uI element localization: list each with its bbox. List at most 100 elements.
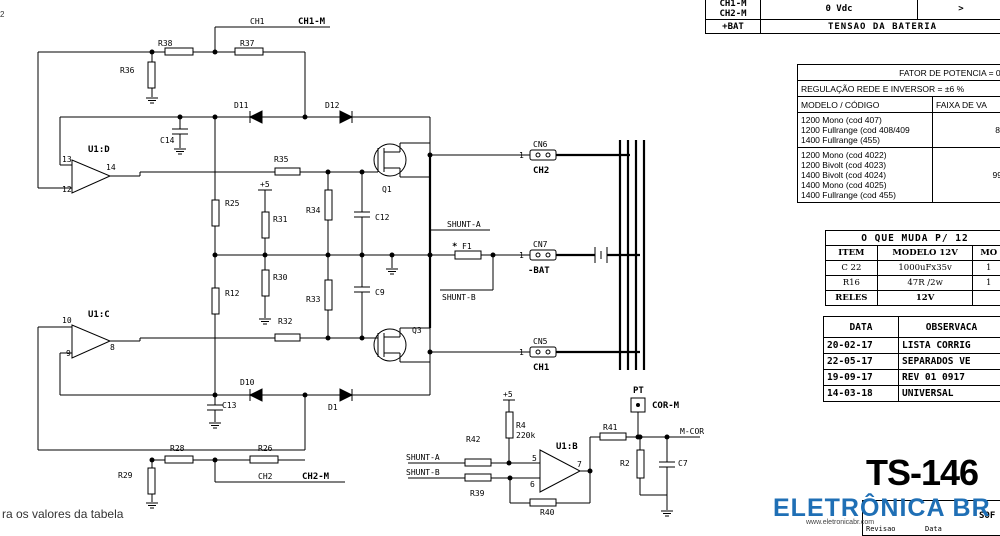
label-c9: C9 xyxy=(375,288,385,297)
cell: 12V xyxy=(877,291,973,306)
drawing-number: TS-146 xyxy=(866,452,978,494)
model-table: FATOR DE POTENCIA = 0. REGULAÇÃO REDE E … xyxy=(797,64,1000,203)
label-d12: D12 xyxy=(325,101,340,110)
model-group-2-line: 1400 Mono (cod 4025) xyxy=(801,180,929,190)
net-label-ch2-m: CH2-M xyxy=(302,472,330,482)
label-f1: F1 xyxy=(462,242,472,251)
label-r38: R38 xyxy=(158,39,173,48)
net-label-ch1: CH1 xyxy=(250,17,265,26)
label-u1b: U1:B xyxy=(556,442,578,452)
label-cn5: CN5 xyxy=(533,337,548,346)
label-pin5: 5 xyxy=(532,454,537,463)
voltage-row-label: CH1-M CH2-M xyxy=(706,0,761,20)
label-r32: R32 xyxy=(278,317,293,326)
net-label-shunt-b: SHUNT-B xyxy=(442,293,476,302)
cell: 14-03-18 xyxy=(824,386,899,402)
label-r39: R39 xyxy=(470,489,485,498)
label-pin14: 14 xyxy=(106,163,116,172)
label-r41: R41 xyxy=(603,423,618,432)
table-row: RELES 12V xyxy=(826,291,1000,306)
label-r28: R28 xyxy=(170,444,185,453)
label-c13: C13 xyxy=(222,401,237,410)
label-r29: R29 xyxy=(118,471,133,480)
fuse-marker: * xyxy=(452,242,457,252)
model-group-2-value: 99 xyxy=(933,148,1000,203)
label-r26: R26 xyxy=(258,444,273,453)
label-r40: R40 xyxy=(540,508,555,517)
revision-table: DATA OBSERVACA 20-02-17 LISTA CORRIG 22-… xyxy=(823,316,1000,402)
label-r4: R4 xyxy=(516,421,526,430)
label-pin13: 13 xyxy=(62,155,72,164)
supply-plus5-a: +5 xyxy=(260,180,270,189)
label-pin7: 7 xyxy=(577,460,582,469)
label-r37: R37 xyxy=(240,39,255,48)
title-block-revision: Revisao xyxy=(866,525,896,533)
table-row: C 22 1000uFx35v 1 xyxy=(826,261,1000,276)
cell: UNIVERSAL xyxy=(899,386,1000,402)
changes-table: O QUE MUDA P/ 12 ITEM MODELO 12V MO C 22… xyxy=(825,230,1000,306)
label-cn6-pin1: 1 xyxy=(519,151,524,160)
cell: 1000uFx35v xyxy=(877,261,973,276)
net-label-ch1-m: CH1-M xyxy=(298,17,326,27)
table-row: R16 47R /2w 1 xyxy=(826,276,1000,291)
changes-header-other: MO xyxy=(973,246,1000,261)
net-label-shunt-a-input: SHUNT-A xyxy=(406,453,440,462)
table-row: 22-05-17 SEPARADOS VE xyxy=(824,354,1000,370)
label-d10: D10 xyxy=(240,378,255,387)
label-r25: R25 xyxy=(225,199,240,208)
label-q3: Q3 xyxy=(412,326,422,335)
label-u1d: U1:D xyxy=(88,145,110,155)
model-group-2-line: 1200 Bivolt (cod 4023) xyxy=(801,160,929,170)
cell: LISTA CORRIG xyxy=(899,338,1000,354)
label-c7: C7 xyxy=(678,459,688,468)
model-group-1-line: 1400 Fullrange (455) xyxy=(801,135,929,145)
range-header: FAIXA DE VA xyxy=(933,97,1000,113)
label-cn7-pin1: 1 xyxy=(519,251,524,260)
voltage-table: CH1-M CH2-M 0 Vdc > +BAT TENSAO DA BATER… xyxy=(705,0,1000,34)
title-block-date: Data xyxy=(925,525,942,533)
label-cn7: CN7 xyxy=(533,240,548,249)
model-group-1-value: 8 xyxy=(933,113,1000,148)
label-r34: R34 xyxy=(306,206,321,215)
cell: SEPARADOS VE xyxy=(899,354,1000,370)
footnote-text: ra os valores da tabela xyxy=(2,507,123,521)
power-factor: FATOR DE POTENCIA = 0. xyxy=(798,65,1000,81)
supply-plus5-b: +5 xyxy=(503,390,513,399)
model-group-2-line: 1400 Bivolt (cod 4024) xyxy=(801,170,929,180)
label-r35: R35 xyxy=(274,155,289,164)
net-label-shunt-b-input: SHUNT-B xyxy=(406,468,440,477)
voltage-row-extra: > xyxy=(918,0,1000,20)
label-pin10: 10 xyxy=(62,316,72,325)
net-label-ch1-connector: CH1 xyxy=(533,363,549,373)
model-group-2-line: 1400 Fullrange (cod 455) xyxy=(801,190,929,200)
label-pin8: 8 xyxy=(110,343,115,352)
model-header: MODELO / CÓDIGO xyxy=(798,97,933,113)
label-r31: R31 xyxy=(273,215,288,224)
label-r42: R42 xyxy=(466,435,481,444)
label-d11: D11 xyxy=(234,101,249,110)
label-q1: Q1 xyxy=(382,185,392,194)
label-r33: R33 xyxy=(306,295,321,304)
cell: 19-09-17 xyxy=(824,370,899,386)
table-row: 20-02-17 LISTA CORRIG xyxy=(824,338,1000,354)
label-u1c: U1:C xyxy=(88,310,110,320)
net-label-shunt-a: SHUNT-A xyxy=(447,220,481,229)
cell: R16 xyxy=(826,276,878,291)
cell: 1 xyxy=(973,276,1000,291)
net-label-cor-m: COR-M xyxy=(652,401,680,411)
cell xyxy=(973,291,1000,306)
label-c12: C12 xyxy=(375,213,390,222)
label-c14: C14 xyxy=(160,136,175,145)
net-label-ch2: CH2 xyxy=(258,472,273,481)
label-cn6: CN6 xyxy=(533,140,548,149)
label-pin9: 9 xyxy=(66,349,71,358)
cell: 1 xyxy=(973,261,1000,276)
label-pin6: 6 xyxy=(530,480,535,489)
label-pin12: 12 xyxy=(62,185,72,194)
test-point-pt: PT xyxy=(633,386,644,396)
label-r2: R2 xyxy=(620,459,630,468)
changes-header-12v: MODELO 12V xyxy=(877,246,973,261)
label-cn5-pin1: 1 xyxy=(519,348,524,357)
net-label-ch2-connector: CH2 xyxy=(533,166,549,176)
model-group-2-line: 1200 Mono (cod 4022) xyxy=(801,150,929,160)
